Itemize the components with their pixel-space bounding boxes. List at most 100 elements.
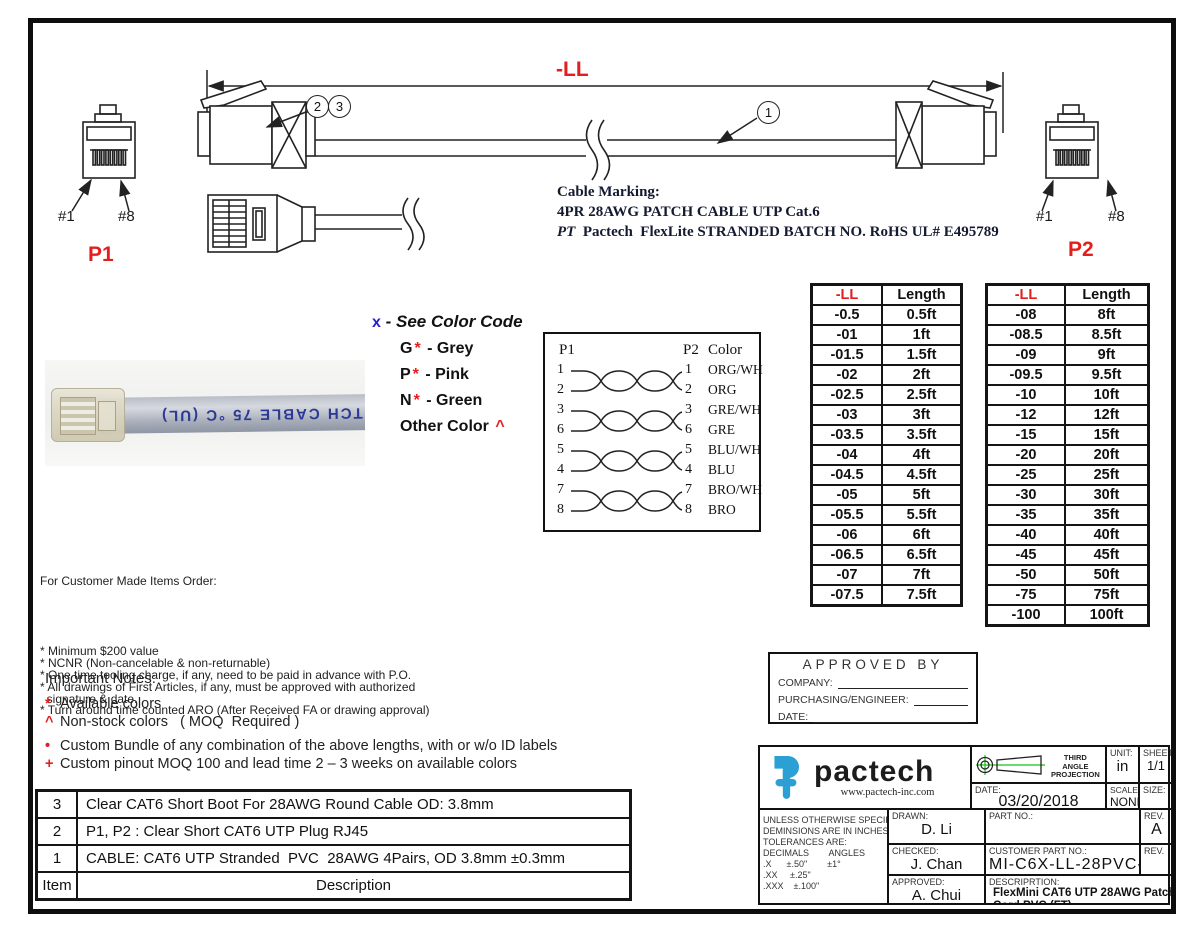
color-code-item: P* - Pink [400,366,523,384]
color-label: - Green [421,392,483,409]
ll-header: -LL [810,283,883,306]
logo-name: pactech [814,755,935,788]
length-row: -03.5 3.5ft [810,424,963,446]
twisted-pair-row: 5 4 5 4 BLU/WH BLU [545,440,761,480]
rev-label: REV. [1144,811,1165,821]
cable-marking-line1: 4PR 28AWG PATCH CABLE UTP Cat.6 [557,204,820,220]
color-code-heading: x - See Color Code [372,312,523,332]
pin-right-top: 7 [685,482,692,497]
cable-marking-title: Cable Marking: [557,184,660,200]
customer-note-line: * Minimum $200 value [40,644,159,659]
twisted-pair-icon [571,410,683,432]
length-row: -03 3ft [810,404,963,426]
rev-value: A [1151,821,1162,838]
pin-left-bottom: 6 [557,422,564,437]
pin-left-top: 3 [557,402,564,417]
signature-line [837,678,968,689]
length-row: -06.5 6.5ft [810,544,963,566]
pin-left-top: 7 [557,482,564,497]
color-label: - Grey [422,340,474,357]
length-value: 30ft [1064,484,1150,506]
p1-pin8-label: #8 [118,208,135,225]
cable-lines [315,119,896,181]
wire-color-bottom: BLU [708,462,735,477]
approved-label: APPROVED: [892,877,945,887]
customer-order-notes: For Customer Made Items Order: * Minimum… [40,552,470,741]
length-value: 8ft [1064,304,1150,326]
length-table-header: -LL Length [985,283,1150,306]
important-notes: Important Notes: * Available colors ^ No… [45,670,605,772]
pinout-p1-header: P1 [559,342,575,358]
twisted-pair-row: 1 2 1 2 ORG/WH ORG [545,360,763,400]
ll-code: -15 [985,424,1066,446]
approved-value: A. Chui [911,887,962,904]
ll-code: -45 [985,544,1066,566]
customer-note-line: * All drawings of First Articles, if any… [40,679,416,694]
date-label: DATE: [975,785,1001,795]
callout-1: 1 [757,101,780,124]
twisted-pair-row: 3 6 3 6 GRE/WH GRE [545,400,761,440]
bom-table: 3 Clear CAT6 Short Boot For 28AWG Round … [35,789,632,901]
p1-pin-leaders [71,178,131,212]
ll-code: -01 [810,324,883,346]
bom-item-description: P1, P2 : Clear Short CAT6 UTP Plug RJ45 [76,817,632,846]
length-value: 12ft [1064,404,1150,426]
twisted-pair-row: 7 8 7 8 BRO/WH BRO [545,480,762,520]
length-row: -10 10ft [985,384,1150,406]
ll-code: -05.5 [810,504,883,526]
note-text: Custom Bundle of any combination of the … [60,738,558,754]
length-value: 15ft [1064,424,1150,446]
ll-code: -06 [810,524,883,546]
ll-code: -35 [985,504,1066,526]
ll-code: -08.5 [985,324,1066,346]
color-code-legend: x - See Color Code G* - Grey P* - Pink N… [372,312,523,436]
note-text: Custom pinout MOQ 100 and lead time 2 – … [60,756,517,772]
bom-item-number: 1 [35,844,78,873]
logo-url: www.pactech-inc.com [840,787,935,798]
length-table-header: -LL Length [810,283,963,306]
ll-code: -03.5 [810,424,883,446]
customer-note-line: signature & date. [40,691,138,706]
ll-code: -100 [985,604,1066,627]
length-row: -75 75ft [985,584,1150,606]
length-header: Length [1064,283,1150,306]
left-plug-side-view [197,80,316,169]
ll-code: -04 [810,444,883,466]
length-value: 6.5ft [881,544,963,566]
approval-field: COMPANY: [778,677,968,689]
photo-rj45-plug [51,388,125,442]
length-value: 5.5ft [881,504,963,526]
approval-field: DATE: [778,711,968,723]
ll-code: -50 [985,564,1066,586]
pin-right-top: 3 [685,402,692,417]
length-value: 7ft [881,564,963,586]
tolerance-line: DECIMALS ANGLES [763,848,866,858]
ll-code: -08 [985,304,1066,326]
tolerance-line: .XX ±.25" [763,870,811,880]
length-value: 20ft [1064,444,1150,466]
projection-line1: THIRD [1063,753,1087,762]
cable-assembly-drawing [71,70,1118,253]
rev-cell: REV. A [1139,808,1172,843]
length-value: 50ft [1064,564,1150,586]
length-row: -06 6ft [810,524,963,546]
projection-text: THIRD ANGLE PROJECTION [1051,753,1100,780]
length-value: 3ft [881,404,963,426]
drawn-value: D. Li [921,821,952,838]
color-code-x: x [372,314,381,331]
length-value: 1ft [881,324,963,346]
note-text: Available colors [60,696,162,712]
bom-description-header: Description [76,871,632,901]
length-row: -50 50ft [985,564,1150,586]
description-line1: FlexMini CAT6 UTP 28AWG Patch [993,887,1172,899]
p2-front-view [1045,104,1099,179]
description-label: DESCRIPRTION: [989,877,1060,887]
size-cell: SIZE: [1138,782,1172,808]
description-line2: Cord PVC (FT) [989,900,1169,905]
note-marker: * [45,696,51,712]
date-cell: DATE: 03/20/2018 [970,782,1105,808]
date-value: 03/20/2018 [998,793,1079,808]
pinout-pairs: 1 2 1 2 ORG/WH ORG 3 6 [545,360,763,520]
length-row: -01.5 1.5ft [810,344,963,366]
